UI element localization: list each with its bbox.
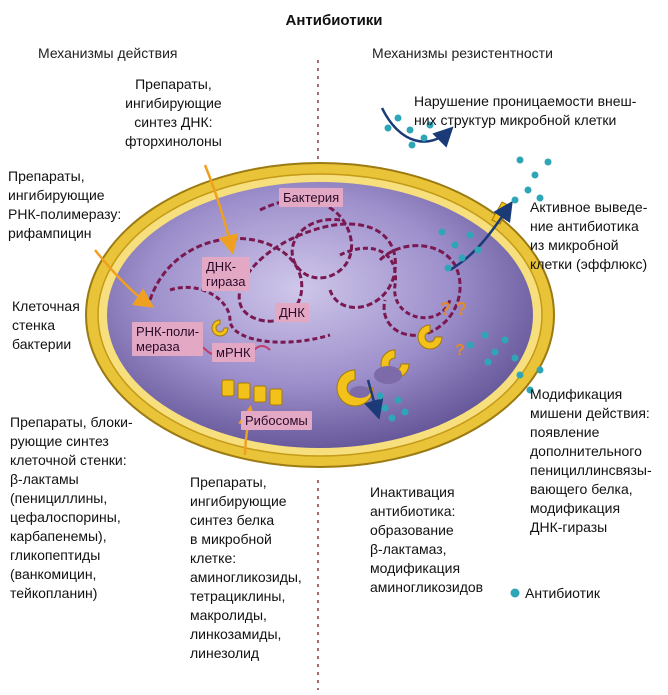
text-protein-inhibitors: Препараты, ингибирующие синтез белка в м… [190, 474, 302, 661]
text-target-modification: Модификация мишени действия: появление д… [530, 386, 652, 535]
text-wall-blockers: Препараты, блоки- рующие синтез клеточно… [10, 414, 133, 601]
page-title: Антибиотики [285, 12, 383, 29]
label-dna-gyrase: ДНК- гираза [202, 257, 250, 291]
label-dna: ДНК [275, 303, 309, 322]
header-mechanisms-resistance: Механизмы резистентности [372, 45, 553, 61]
label-rna-polymerase: РНК-поли- мераза [132, 322, 204, 356]
label-mrna: мРНК [212, 343, 255, 362]
antibiotic-dots [376, 114, 552, 598]
text-efflux: Активное выведе- ние антибиотика из микр… [530, 199, 648, 272]
ribosomes [221, 379, 283, 406]
text-dna-inhibitors: Препараты, ингибирующие синтез ДНК: фтор… [125, 76, 222, 149]
target-shapes [350, 366, 402, 398]
legend-antibiotic: Антибиотик [525, 585, 600, 601]
text-permeability: Нарушение проницаемости внеш- них структ… [414, 93, 637, 128]
label-bacteria: Бактерия [279, 188, 344, 207]
question-mark-2: ? [455, 342, 465, 359]
navy-arrows [364, 107, 513, 420]
cytoplasm [107, 182, 533, 448]
text-rna-inhibitors: Препараты, ингибирующие РНК-полимеразу: … [8, 168, 122, 241]
question-marks: ? ? [440, 299, 467, 319]
header-mechanisms-action: Механизмы действия [38, 45, 178, 61]
text-cell-wall: Клеточная стенка бактерии [12, 298, 80, 352]
text-inactivation: Инактивация антибиотика: образование β-л… [370, 484, 484, 595]
label-ribosomes: Рибосомы [241, 411, 312, 430]
